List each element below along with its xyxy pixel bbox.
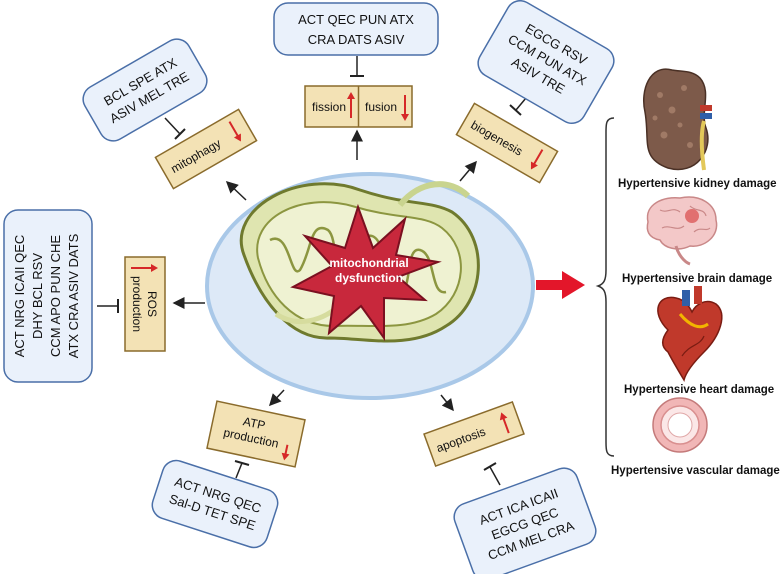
apoptosis-box: apoptosis bbox=[423, 400, 525, 468]
ros-label-line2: production bbox=[130, 276, 144, 332]
drug-top-line1: ACT QEC PUN ATX bbox=[298, 12, 414, 27]
vessel-icon bbox=[652, 397, 708, 453]
drug-box-top-left: BCL SPE ATX ASIV MEL TRE bbox=[82, 38, 208, 142]
damage-label-vascular: Hypertensive vascular damage bbox=[611, 465, 780, 477]
biogenesis-box: biogenesis bbox=[455, 102, 559, 184]
drug-left-line3: CCM APO PUN CHE bbox=[48, 235, 63, 357]
ros-label-line1: ROS bbox=[145, 291, 159, 317]
center-label-line1: mitochondrial bbox=[329, 256, 408, 270]
brace-icon bbox=[595, 117, 615, 457]
inhibitor-top bbox=[350, 56, 364, 77]
inhibitor-top-left bbox=[164, 117, 186, 140]
arrow-to-biogenesis bbox=[459, 160, 477, 182]
drug-left-line4: ATX CRA ASIV DATS bbox=[66, 233, 81, 358]
result-arrow-icon bbox=[536, 271, 585, 299]
damage-label-brain: Hypertensive brain damage bbox=[622, 273, 773, 285]
damage-label-heart: Hypertensive heart damage bbox=[624, 384, 775, 396]
fission-fusion-box: fission fusion bbox=[304, 85, 413, 128]
drug-top-line2: CRA DATS ASIV bbox=[308, 32, 405, 47]
mitophagy-box: mitophagy bbox=[154, 108, 258, 190]
drug-left-line1: ACT NRG ICAII QEC bbox=[12, 235, 27, 358]
heart-icon bbox=[657, 286, 723, 382]
arrow-to-mitophagy bbox=[225, 180, 247, 201]
drug-box-left: ACT NRG ICAII QEC DHY BCL RSV CCM APO PU… bbox=[3, 209, 93, 383]
damage-label-kidney: Hypertensive kidney damage bbox=[618, 178, 777, 190]
fusion-label: fusion bbox=[365, 100, 397, 114]
drug-box-bottom-left: ACT NRG QEC Sal-D TET SPE bbox=[151, 459, 279, 549]
center-label-line2: dysfunction bbox=[335, 271, 403, 285]
drug-left-line2: DHY BCL RSV bbox=[30, 253, 45, 339]
fission-label: fission bbox=[312, 100, 346, 114]
dysfunction-star-icon bbox=[290, 203, 442, 342]
drug-box-bottom-right: ACT ICA ICAII EGCG QEC CCM MEL CRA bbox=[453, 467, 597, 574]
drug-box-top: ACT QEC PUN ATX CRA DATS ASIV bbox=[273, 2, 439, 56]
inhibitor-left bbox=[97, 299, 119, 313]
mitophagy-down-indicator bbox=[228, 121, 240, 139]
atp-label-line1: ATP bbox=[242, 414, 267, 432]
arrow-to-atp bbox=[268, 389, 285, 407]
kidney-icon bbox=[643, 68, 712, 171]
atp-box: ATP production bbox=[206, 400, 306, 468]
inhibitor-bottom-left bbox=[234, 460, 250, 479]
brain-icon bbox=[646, 196, 718, 266]
ros-box: ROS production bbox=[124, 256, 166, 352]
arrow-to-apoptosis bbox=[440, 394, 454, 412]
biogenesis-down-indicator bbox=[532, 149, 544, 167]
inhibitor-bottom-right bbox=[483, 462, 501, 486]
drug-box-top-right: EGCG RSV CCM PUN ATX ASIV TRE bbox=[477, 0, 615, 124]
